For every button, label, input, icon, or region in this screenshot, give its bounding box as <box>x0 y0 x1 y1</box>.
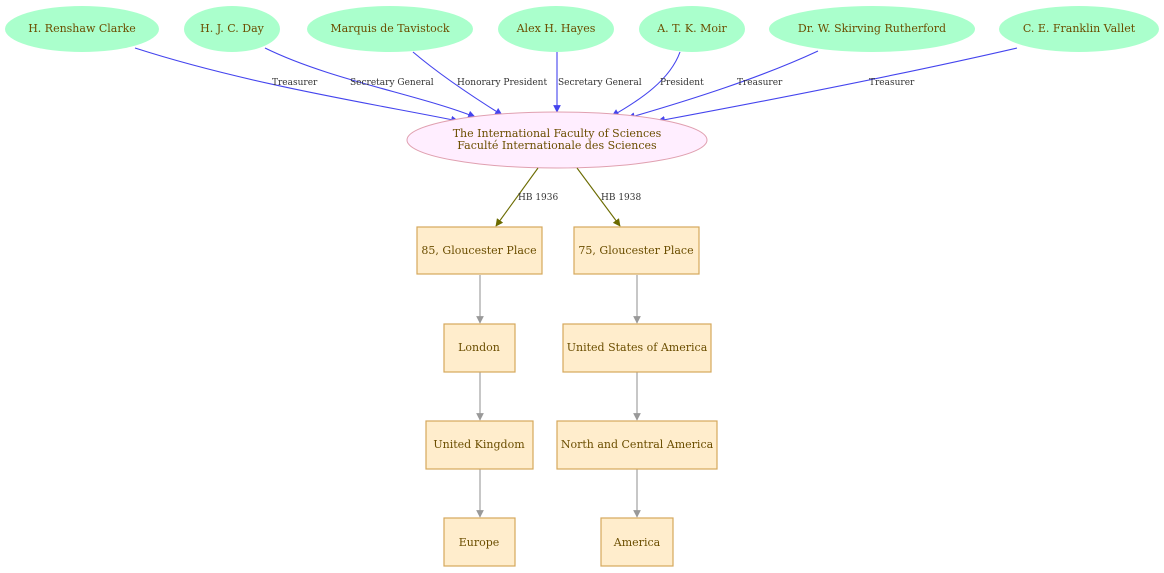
edge-hb1938 <box>576 167 621 227</box>
edge-moir <box>611 51 681 117</box>
faculty-name-english: The International Faculty of Sciences <box>453 127 662 140</box>
country-label: United Kingdom <box>433 438 525 451</box>
chain-right: 75, Gloucester Place United States of Am… <box>556 226 718 567</box>
region-box[interactable]: North and Central America <box>556 420 718 470</box>
address-box[interactable]: 85, Gloucester Place <box>416 226 543 275</box>
person-node[interactable]: A. T. K. Moir <box>639 6 745 52</box>
continent-label: America <box>613 536 661 549</box>
country-box[interactable]: United States of America <box>562 323 712 373</box>
edge-clarke <box>134 47 459 124</box>
person-name: Dr. W. Skirving Rutherford <box>798 22 946 35</box>
role-labels: Treasurer Secretary General Honorary Pre… <box>272 78 915 88</box>
role-label-tavistock: Honorary President <box>457 78 547 88</box>
continent-label: Europe <box>459 536 500 549</box>
person-node[interactable]: H. J. C. Day <box>184 6 280 52</box>
address-label: 75, Gloucester Place <box>578 244 693 257</box>
region-label: North and Central America <box>561 438 714 451</box>
role-edges <box>134 47 1018 124</box>
role-label-rutherford: Treasurer <box>737 78 783 88</box>
branch-label-hb1938: HB 1938 <box>601 193 642 203</box>
faculty-node[interactable]: The International Faculty of Sciences Fa… <box>406 111 708 169</box>
person-name: H. J. C. Day <box>200 22 265 35</box>
country-label: United States of America <box>567 341 708 354</box>
role-label-hayes: Secretary General <box>558 78 642 88</box>
person-name: H. Renshaw Clarke <box>28 22 136 35</box>
address-label: 85, Gloucester Place <box>421 244 536 257</box>
person-name: Alex H. Hayes <box>516 22 596 35</box>
person-node[interactable]: H. Renshaw Clarke <box>5 6 159 52</box>
chain-left: 85, Gloucester Place London United Kingd… <box>416 226 543 567</box>
person-name: Marquis de Tavistock <box>330 22 450 35</box>
role-label-day: Secretary General <box>350 78 434 88</box>
person-node[interactable]: C. E. Franklin Vallet <box>999 6 1159 52</box>
address-box[interactable]: 75, Gloucester Place <box>573 226 700 275</box>
role-label-moir: President <box>660 78 704 88</box>
role-label-vallet: Treasurer <box>869 78 915 88</box>
continent-box[interactable]: America <box>600 517 674 567</box>
country-box[interactable]: United Kingdom <box>425 420 534 470</box>
edge-tavistock <box>412 51 503 116</box>
continent-box[interactable]: Europe <box>443 517 516 567</box>
edge-day <box>264 47 476 119</box>
city-box[interactable]: London <box>443 323 516 373</box>
person-node[interactable]: Alex H. Hayes <box>498 6 614 52</box>
faculty-name-french: Faculté Internationale des Sciences <box>457 139 657 152</box>
branch-edges: HB 1936 HB 1938 <box>495 167 642 227</box>
person-node[interactable]: Dr. W. Skirving Rutherford <box>769 6 975 52</box>
person-nodes: H. Renshaw Clarke H. J. C. Day Marquis d… <box>5 6 1159 52</box>
person-name: A. T. K. Moir <box>656 22 727 35</box>
edge-rutherford <box>627 50 819 120</box>
branch-label-hb1936: HB 1936 <box>518 193 559 203</box>
edge-hb1936 <box>495 167 539 227</box>
person-name: C. E. Franklin Vallet <box>1023 22 1136 35</box>
edge-vallet <box>657 47 1018 124</box>
person-node[interactable]: Marquis de Tavistock <box>307 6 473 52</box>
chain-edges <box>476 275 641 518</box>
city-label: London <box>458 341 500 354</box>
role-label-clarke: Treasurer <box>272 78 318 88</box>
